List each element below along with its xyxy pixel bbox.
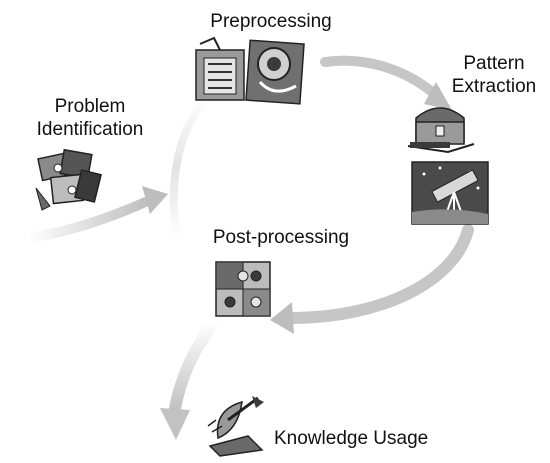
label-line: Problem [54, 96, 126, 117]
label-line: Identification [36, 119, 144, 140]
gears-and-folder-icon [195, 36, 305, 105]
stage-label-preprocessing: Preprocessing [196, 10, 346, 33]
jigsaw-puzzle-icon [215, 261, 271, 317]
entry-arrowhead [142, 186, 168, 214]
arrow-to-post-processing [284, 224, 474, 324]
stage-label-post-processing: Post-processing [196, 226, 366, 249]
exit-arrowhead [160, 408, 190, 440]
entry-arrow [23, 195, 155, 243]
treasure-chest-icon [407, 107, 475, 154]
stage-label-knowledge-usage: Knowledge Usage [274, 427, 464, 450]
arrowhead-post-processing [270, 302, 294, 334]
label-line: Knowledge Usage [274, 428, 429, 449]
arrowhead-pattern-extraction [424, 82, 452, 110]
label-line: Preprocessing [210, 11, 332, 32]
label-line: Extraction [451, 76, 537, 97]
stage-label-problem-identification: Problem Identification [20, 95, 160, 141]
label-line: Post-processing [212, 227, 350, 248]
stage-label-pattern-extraction: Pattern Extraction [438, 52, 550, 98]
label-line: Pattern [463, 53, 525, 74]
cycle-arc-left [169, 91, 214, 244]
telescope-icon [411, 161, 489, 225]
arrow-to-pattern-extraction [320, 55, 437, 97]
puzzle-pieces-icon [35, 148, 102, 211]
exit-arrow [168, 316, 221, 421]
satellite-dish-icon [207, 396, 264, 457]
